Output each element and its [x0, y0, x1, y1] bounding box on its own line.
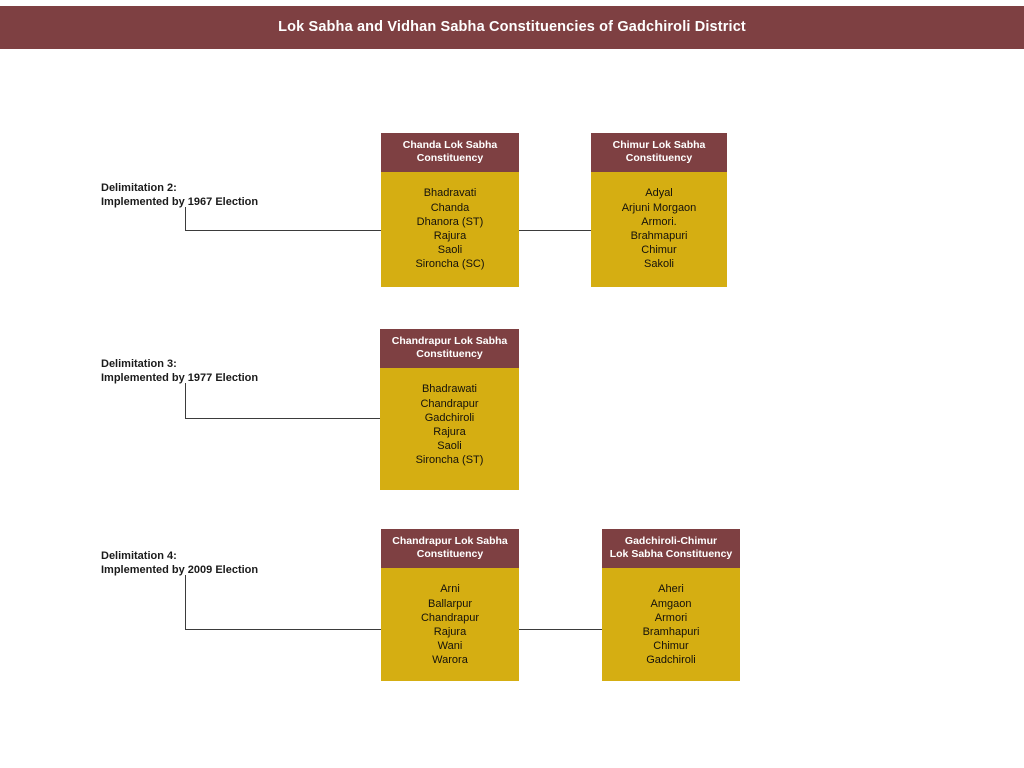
connector-horizontal-row-1-to-box-1	[185, 230, 382, 232]
constituency-box-chanda[interactable]: Chanda Lok Sabha Constituency Bhadravati…	[381, 133, 519, 287]
constituency-title-line2: Constituency	[625, 152, 693, 165]
connector-vertical-row-1	[185, 207, 187, 231]
constituency-box-chimur[interactable]: Chimur Lok Sabha Constituency Adyal Arju…	[591, 133, 727, 287]
list-item: Arni	[440, 583, 460, 596]
constituency-box-body: Bhadrawati Chandrapur Gadchiroli Rajura …	[380, 368, 519, 477]
constituency-title-line2: Constituency	[416, 548, 484, 561]
constituency-box-body: Bhadravati Chanda Dhanora (ST) Rajura Sa…	[381, 172, 519, 281]
list-item: Rajura	[433, 230, 467, 243]
constituency-title-line1: Chandrapur Lok Sabha	[392, 535, 508, 547]
page-title-bar: Lok Sabha and Vidhan Sabha Constituencie…	[0, 6, 1024, 49]
page-title: Lok Sabha and Vidhan Sabha Constituencie…	[278, 19, 746, 36]
row-label-line1: Delimitation 4:	[101, 550, 177, 562]
list-item: Chandrapur	[420, 397, 479, 410]
connector-vertical-row-3	[185, 575, 187, 630]
list-item: Amgaon	[650, 597, 692, 610]
row-label-delimitation-4: Delimitation 4: Implemented by 2009 Elec…	[101, 549, 258, 577]
row-label-delimitation-2: Delimitation 2: Implemented by 1967 Elec…	[101, 181, 258, 209]
list-item: Bramhapuri	[642, 626, 700, 639]
list-item: Chanda	[430, 201, 470, 214]
constituency-box-header: Gadchiroli-Chimur Lok Sabha Constituency	[602, 529, 740, 569]
list-item: Aheri	[658, 583, 684, 596]
constituency-box-chandrapur-2009[interactable]: Chandrapur Lok Sabha Constituency Arni B…	[381, 529, 519, 681]
constituency-title-line2: Lok Sabha Constituency	[609, 548, 733, 561]
list-item: Gadchiroli	[424, 411, 475, 424]
connector-horizontal-row-3-to-box-1	[185, 629, 382, 631]
constituency-box-body: Adyal Arjuni Morgaon Armori. Brahmapuri …	[591, 172, 727, 281]
list-item: Rajura	[433, 626, 467, 639]
list-item: Sakoli	[644, 258, 674, 271]
constituency-title-line2: Constituency	[416, 348, 483, 361]
row-label-line1: Delimitation 3:	[101, 358, 177, 370]
row-label-line2: Implemented by 2009 Election	[101, 564, 259, 577]
constituency-box-chandrapur-1977[interactable]: Chandrapur Lok Sabha Constituency Bhadra…	[380, 329, 519, 490]
list-item: Sironcha (ST)	[415, 454, 484, 467]
list-item: Chimur	[641, 244, 677, 257]
list-item: Armori.	[641, 215, 677, 228]
row-label-line2: Implemented by 1967 Election	[101, 196, 259, 209]
connector-vertical-row-2	[185, 383, 187, 419]
list-item: Sironcha (SC)	[415, 258, 485, 271]
list-item: Brahmapuri	[630, 230, 688, 243]
list-item: Bhadravati	[423, 187, 477, 200]
constituency-box-body: Arni Ballarpur Chandrapur Rajura Wani Wa…	[381, 568, 519, 677]
constituency-box-header: Chandrapur Lok Sabha Constituency	[380, 329, 519, 369]
connector-horizontal-row-3-box-1-to-box-2	[519, 629, 603, 631]
connector-horizontal-row-1-box-1-to-box-2	[519, 230, 592, 232]
list-item: Arjuni Morgaon	[621, 201, 697, 214]
constituency-title-line1: Chimur Lok Sabha	[612, 139, 706, 151]
constituency-title-line1: Chanda Lok Sabha	[402, 139, 498, 151]
list-item: Saoli	[437, 244, 463, 257]
list-item: Warora	[432, 654, 468, 667]
list-item: Saoli	[437, 440, 462, 453]
list-item: Armori	[654, 611, 688, 624]
constituency-title-line1: Gadchiroli-Chimur	[624, 535, 718, 547]
constituency-box-body: Aheri Amgaon Armori Bramhapuri Chimur Ga…	[602, 568, 740, 677]
list-item: Bhadrawati	[421, 383, 478, 396]
constituency-box-header: Chanda Lok Sabha Constituency	[381, 133, 519, 173]
list-item: Dhanora (ST)	[416, 215, 484, 228]
row-label-line1: Delimitation 2:	[101, 182, 177, 194]
list-item: Gadchiroli	[646, 654, 696, 667]
row-label-line2: Implemented by 1977 Election	[101, 372, 259, 385]
constituency-title-line1: Chandrapur Lok Sabha	[391, 335, 508, 347]
constituency-title-line2: Constituency	[416, 152, 484, 165]
constituency-box-header: Chimur Lok Sabha Constituency	[591, 133, 727, 173]
list-item: Chandrapur	[420, 611, 480, 624]
list-item: Ballarpur	[427, 597, 473, 610]
list-item: Adyal	[645, 187, 673, 200]
constituency-box-header: Chandrapur Lok Sabha Constituency	[381, 529, 519, 569]
list-item: Rajura	[433, 426, 466, 439]
row-label-delimitation-3: Delimitation 3: Implemented by 1977 Elec…	[101, 357, 258, 385]
constituency-box-gadchiroli-chimur[interactable]: Gadchiroli-Chimur Lok Sabha Constituency…	[602, 529, 740, 681]
list-item: Chimur	[653, 640, 689, 653]
connector-horizontal-row-2-to-box-1	[185, 418, 381, 420]
list-item: Wani	[437, 640, 463, 653]
